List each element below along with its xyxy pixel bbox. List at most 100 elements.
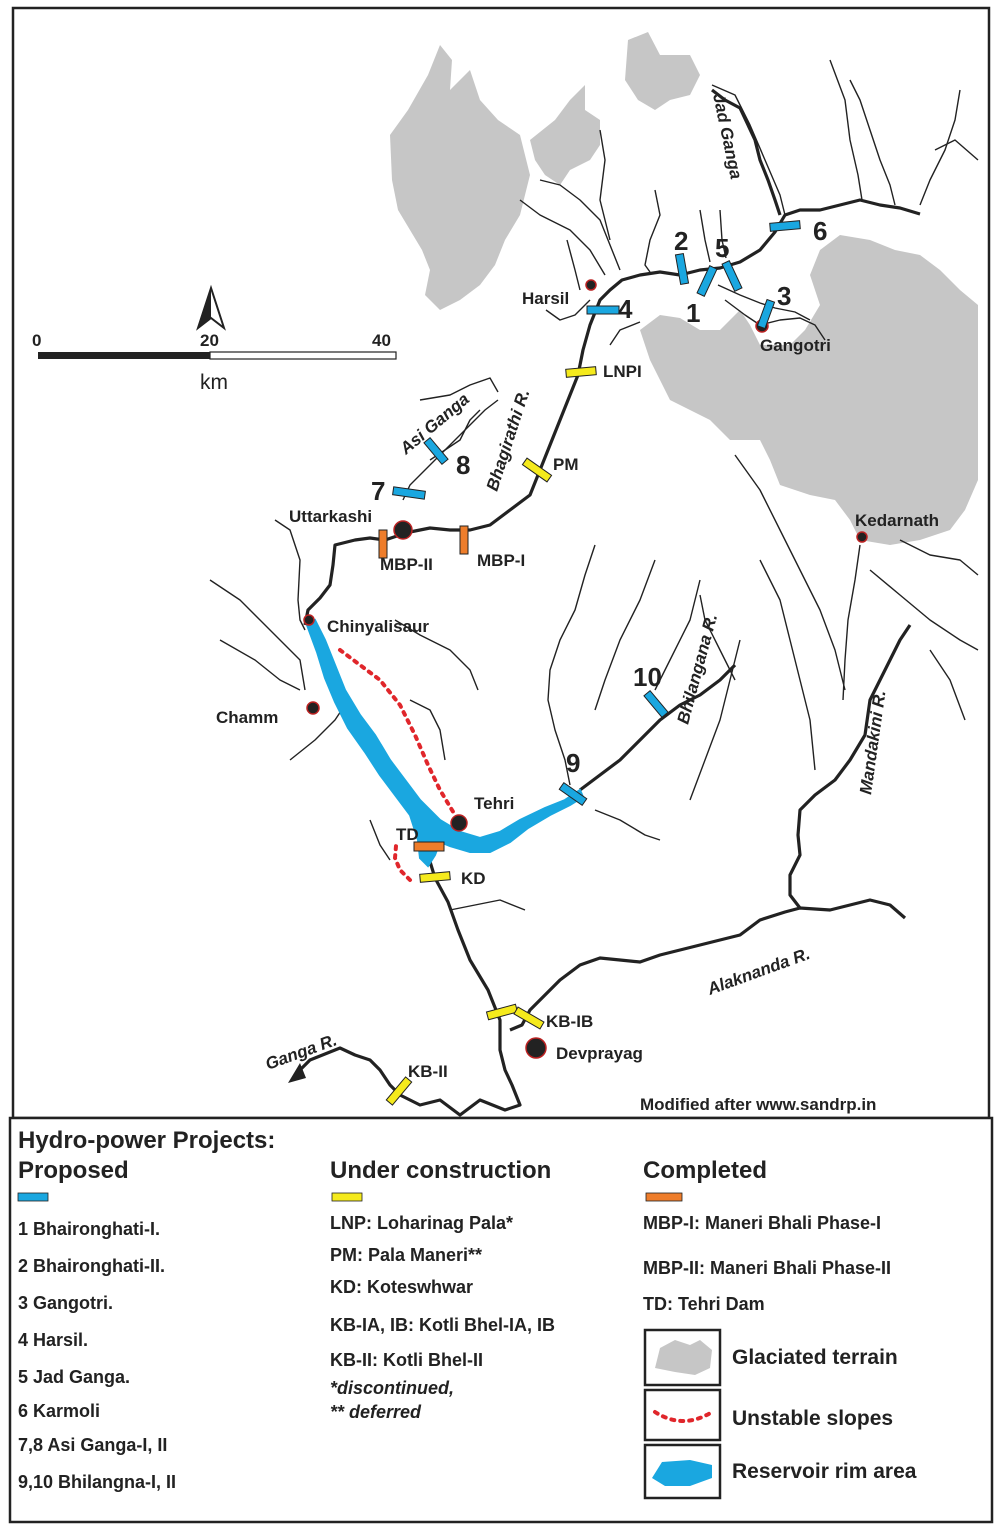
scale-tick-20: 20 <box>200 331 219 350</box>
legend-proposed-item: 3 Gangotri. <box>18 1293 113 1313</box>
pm-marker <box>521 457 553 483</box>
label-project-1: 1 <box>686 298 700 328</box>
place-devprayag: Devprayag <box>556 1044 643 1063</box>
legend-unstable: Unstable slopes <box>643 1388 893 1442</box>
legend-completed-swatch <box>645 1192 683 1202</box>
legend-uc-item: KB-II: Kotli Bhel-II <box>330 1350 483 1370</box>
place-tehri: Tehri <box>474 794 514 813</box>
mbp-i-marker <box>459 525 469 555</box>
north-arrow-icon <box>196 284 226 331</box>
legend-uc-note: ** deferred <box>330 1402 422 1422</box>
label-mbp-i: MBP-I <box>477 551 525 570</box>
project-10-marker <box>643 689 669 719</box>
label-kd: KD <box>461 869 486 888</box>
legend-uc-item: KB-IA, IB: Kotli Bhel-IA, IB <box>330 1315 555 1335</box>
label-project-6: 6 <box>813 216 827 246</box>
main-rivers <box>296 88 921 1117</box>
glacier-swatch-icon <box>655 1340 712 1375</box>
scale-bar: 0 20 40 km <box>32 331 397 394</box>
legend-glaciated-label: Glaciated terrain <box>732 1346 898 1369</box>
glaciated-terrain <box>390 32 978 545</box>
project-6-marker <box>769 220 801 232</box>
harsil-dot <box>585 279 597 291</box>
label-project-8: 8 <box>456 450 470 480</box>
tehri-dot <box>450 814 468 832</box>
place-gangotri: Gangotri <box>760 336 831 355</box>
legend-proposed-item: 6 Karmoli <box>18 1401 100 1421</box>
mandakini-main <box>788 624 912 909</box>
mbp-ii-marker <box>378 529 388 559</box>
legend-proposed-item: 7,8 Asi Ganga-I, II <box>18 1435 167 1455</box>
legend-under-construction-swatch <box>331 1192 363 1202</box>
legend-completed-item: MBP-I: Maneri Bhali Phase-I <box>643 1213 881 1233</box>
place-harsil: Harsil <box>522 289 569 308</box>
project-2-marker <box>674 252 690 286</box>
legend-proposed-heading: Proposed <box>18 1157 129 1184</box>
project-7-marker <box>392 486 426 500</box>
legend-proposed-item: 5 Jad Ganga. <box>18 1367 130 1387</box>
legend-completed-item: TD: Tehri Dam <box>643 1294 765 1314</box>
lnpi-marker <box>565 366 597 378</box>
label-kb-ib: KB-IB <box>546 1012 593 1031</box>
scale-tick-40: 40 <box>372 331 391 350</box>
ganga-flow-arrow-icon <box>288 1063 306 1083</box>
label-lnpi: LNPI <box>603 362 642 381</box>
legend-unstable-label: Unstable slopes <box>732 1407 893 1430</box>
legend-uc-note: *discontinued, <box>330 1378 454 1398</box>
kedarnath-dot <box>856 531 868 543</box>
legend-proposed-item: 4 Harsil. <box>18 1330 88 1350</box>
credit: Modified after www.sandrp.in <box>640 1095 876 1114</box>
legend-uc-item: KD: Koteswhwar <box>330 1277 473 1297</box>
project-9-marker <box>558 781 588 807</box>
project-3-marker <box>756 298 776 330</box>
tehri-reservoir <box>305 618 585 868</box>
legend-completed-heading: Completed <box>643 1157 767 1184</box>
kb-ib-marker <box>513 1006 545 1030</box>
label-td: TD <box>396 825 419 844</box>
label-project-5: 5 <box>715 233 729 263</box>
legend-frame <box>8 1116 994 1524</box>
under-construction-projects <box>385 366 597 1106</box>
label-mbp-ii: MBP-II <box>380 555 433 574</box>
scale-tick-0: 0 <box>32 331 41 350</box>
place-kedarnath: Kedarnath <box>855 511 939 530</box>
unstable-slopes <box>338 648 457 882</box>
legend-glaciated: Glaciated terrain <box>643 1328 898 1387</box>
label-project-4: 4 <box>618 294 633 324</box>
legend-proposed-swatch <box>17 1192 49 1202</box>
asi-ganga-river <box>402 399 499 501</box>
downstream-river <box>296 854 522 1117</box>
kd-marker <box>419 871 451 883</box>
kb-ii-marker <box>385 1076 413 1106</box>
place-chinyalisaur: Chinyalisaur <box>327 617 429 636</box>
jad-ganga-main <box>711 88 782 216</box>
legend-reservoir: Reservoir rim area <box>643 1443 917 1500</box>
reservoir-swatch-icon <box>652 1460 712 1486</box>
legend-reservoir-label: Reservoir rim area <box>732 1460 917 1483</box>
completed-projects <box>378 525 469 852</box>
label-kb-ii: KB-II <box>408 1062 448 1081</box>
bhilangana-main <box>579 663 737 792</box>
devprayag-dot <box>525 1037 547 1059</box>
project-1-marker <box>696 265 718 297</box>
uttarkashi-dot <box>393 520 413 540</box>
project-4-marker <box>586 305 620 315</box>
place-markers <box>303 279 868 1059</box>
place-uttarkashi: Uttarkashi <box>289 507 372 526</box>
legend-uc-item: LNP: Loharinag Pala* <box>330 1213 513 1233</box>
label-project-2: 2 <box>674 226 688 256</box>
label-project-7: 7 <box>371 476 385 506</box>
legend-proposed-item: 2 Bhaironghati-II. <box>18 1256 165 1276</box>
alaknanda-main <box>509 898 907 1032</box>
label-project-10: 10 <box>633 662 662 692</box>
dotted-arc-swatch-icon <box>653 1410 714 1423</box>
legend-uc-item: PM: Pala Maneri** <box>330 1245 482 1265</box>
legend-proposed-item: 9,10 Bhilangna-I, II <box>18 1472 176 1492</box>
label-project-9: 9 <box>566 748 580 778</box>
legend-title: Hydro-power Projects: <box>18 1127 275 1154</box>
kb-ia-marker <box>485 1003 519 1021</box>
project-5-marker <box>721 260 743 292</box>
tributaries <box>209 59 979 911</box>
chamm-dot <box>306 701 320 715</box>
